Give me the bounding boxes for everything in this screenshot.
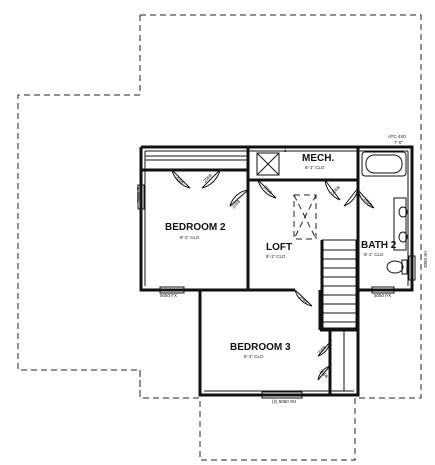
bedroom3-ceiling: 8'-1" CLG xyxy=(244,354,264,359)
door-closet-loft xyxy=(324,179,341,201)
bedroom3-label: BEDROOM 3 xyxy=(230,342,291,353)
bedroom2-label: BEDROOM 2 xyxy=(165,222,226,233)
window-bed2-left xyxy=(137,184,145,210)
window-tag-bath-bottom: 5050 FX xyxy=(374,293,391,298)
loft-ceiling: 8'-1" CLG xyxy=(266,254,286,259)
door-bath-entry xyxy=(357,189,375,209)
door-tag-bed2-entry: 2068 xyxy=(230,199,241,210)
window-bed3-bottom xyxy=(261,391,303,399)
door-bed3-closet-b xyxy=(317,365,331,381)
door-bed2-closet-a xyxy=(171,169,191,189)
bathtub xyxy=(361,151,407,177)
vanity xyxy=(393,197,407,251)
mech-label: MECH. xyxy=(302,153,334,164)
note-marker: 1 xyxy=(284,148,287,153)
note-attic: ATC 4X0 xyxy=(388,134,406,139)
roof-outline xyxy=(17,14,422,461)
door-tag-bed3-closet-a: 2068 xyxy=(316,345,327,356)
window-tag-bed2-left: 5068 SH xyxy=(136,184,141,202)
mech-unit xyxy=(256,152,280,176)
window-bath-bottom xyxy=(371,286,395,294)
door-bed3-closet-a xyxy=(317,341,331,357)
window-tag-bed3-bottom: (2) 5050 SH xyxy=(272,399,296,404)
door-tag-bath-entry: 2068 xyxy=(362,196,373,207)
bath2-ceiling: 8'-1" CLG xyxy=(364,252,384,257)
window-tag-bed2-bottom: 5050 FX xyxy=(160,293,177,298)
toilet-tank xyxy=(401,259,408,275)
door-mech-entry xyxy=(257,179,277,199)
door-bed3-entry xyxy=(294,289,313,307)
bedroom2-ceiling: 8'-1" CLG xyxy=(180,235,200,240)
note-height: 7'-0" xyxy=(394,140,403,145)
window-bed2-bottom xyxy=(159,286,185,294)
stair-treads xyxy=(322,249,356,323)
door-tag-loft-closet: 2068 xyxy=(330,185,341,196)
door-tag-bed2-closet-b: 2068 xyxy=(202,173,213,184)
door-closet-loft-b xyxy=(343,187,359,207)
door-tag-mech-entry: 2068 xyxy=(262,184,273,195)
door-tag-bed2-closet-a: 2068 xyxy=(174,174,185,185)
mech-ceiling: 8'-1" CLG xyxy=(305,165,325,170)
door-bed2-closet-b xyxy=(201,169,221,189)
bath2-label: BATH 2 xyxy=(361,240,397,251)
window-bath-right xyxy=(408,255,416,281)
toilet-bowl xyxy=(386,260,404,274)
door-tag-bed3-closet-b: 2068 xyxy=(318,368,329,379)
door-bed2-entry xyxy=(229,189,249,207)
sink-top xyxy=(398,206,408,218)
stairs xyxy=(321,239,357,329)
attic-access xyxy=(293,194,317,240)
sink-bottom xyxy=(398,231,408,243)
window-tag-bath-right: 3050 SH xyxy=(423,250,428,268)
door-tag-bed3-entry: 2068 xyxy=(298,294,309,305)
loft-label: LOFT xyxy=(266,242,292,253)
